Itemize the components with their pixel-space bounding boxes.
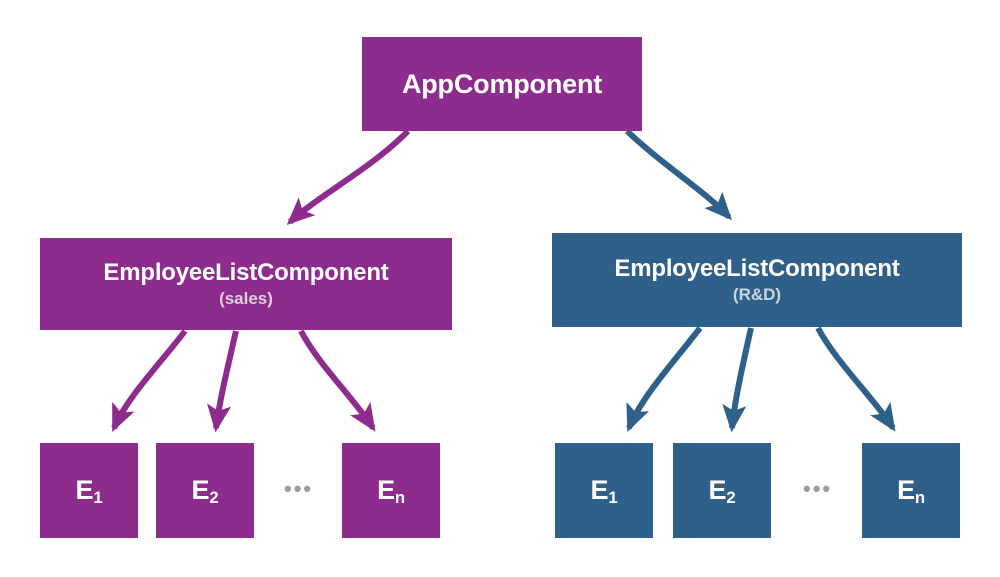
node-employee-rnd-n[interactable]: En (862, 443, 960, 538)
node-employee-list-sales-label: EmployeeListComponent (103, 259, 389, 287)
edge-rnd-to-en (815, 326, 896, 432)
employee-base-letter: E (191, 475, 210, 506)
employee-base-letter: E (897, 475, 915, 506)
employee-index: 2 (209, 487, 219, 507)
node-employee-list-sales-subtitle: (sales) (219, 288, 273, 308)
edge-sales-to-e1 (111, 329, 188, 433)
node-employee-list-rnd[interactable]: EmployeeListComponent (R&D) (552, 233, 962, 327)
node-employee-list-sales[interactable]: EmployeeListComponent (sales) (40, 238, 452, 330)
node-employee-sales-1-label: E1 (75, 475, 103, 507)
node-employee-rnd-2[interactable]: E2 (673, 443, 771, 538)
node-employee-rnd-2-label: E2 (708, 475, 736, 507)
node-app-component-label: AppComponent (401, 68, 603, 99)
ellipsis-rnd: ••• (803, 476, 833, 501)
node-app-component[interactable]: AppComponent (362, 37, 642, 131)
employee-base-letter: E (377, 475, 395, 506)
employee-base-letter: E (708, 475, 727, 506)
node-employee-rnd-n-label: En (897, 475, 925, 507)
employee-base-letter: E (75, 475, 94, 506)
employee-index: 2 (726, 487, 736, 507)
edge-rnd-to-e2 (722, 327, 754, 433)
employee-index: n (394, 487, 405, 507)
employee-index: 1 (608, 487, 618, 507)
employee-base-letter: E (590, 475, 609, 506)
employee-index: n (914, 487, 925, 507)
edge-sales-to-en (298, 329, 376, 432)
node-employee-sales-2[interactable]: E2 (156, 443, 254, 538)
node-employee-list-rnd-label: EmployeeListComponent (614, 255, 900, 283)
node-employee-sales-n-label: En (377, 475, 405, 507)
ellipsis-sales: ••• (284, 476, 314, 501)
node-employee-sales-1[interactable]: E1 (40, 443, 138, 538)
node-employee-list-rnd-subtitle: (R&D) (732, 284, 782, 304)
node-employee-rnd-1-label: E1 (590, 475, 618, 507)
node-employee-rnd-1[interactable]: E1 (555, 443, 653, 538)
node-employee-sales-n[interactable]: En (342, 443, 440, 538)
edge-sales-to-e2 (207, 330, 239, 433)
edge-app-to-sales (286, 128, 411, 226)
edge-app-to-rnd (624, 128, 732, 221)
node-employee-sales-2-label: E2 (191, 475, 219, 507)
employee-index: 1 (93, 487, 103, 507)
edge-rnd-to-e1 (626, 326, 703, 433)
